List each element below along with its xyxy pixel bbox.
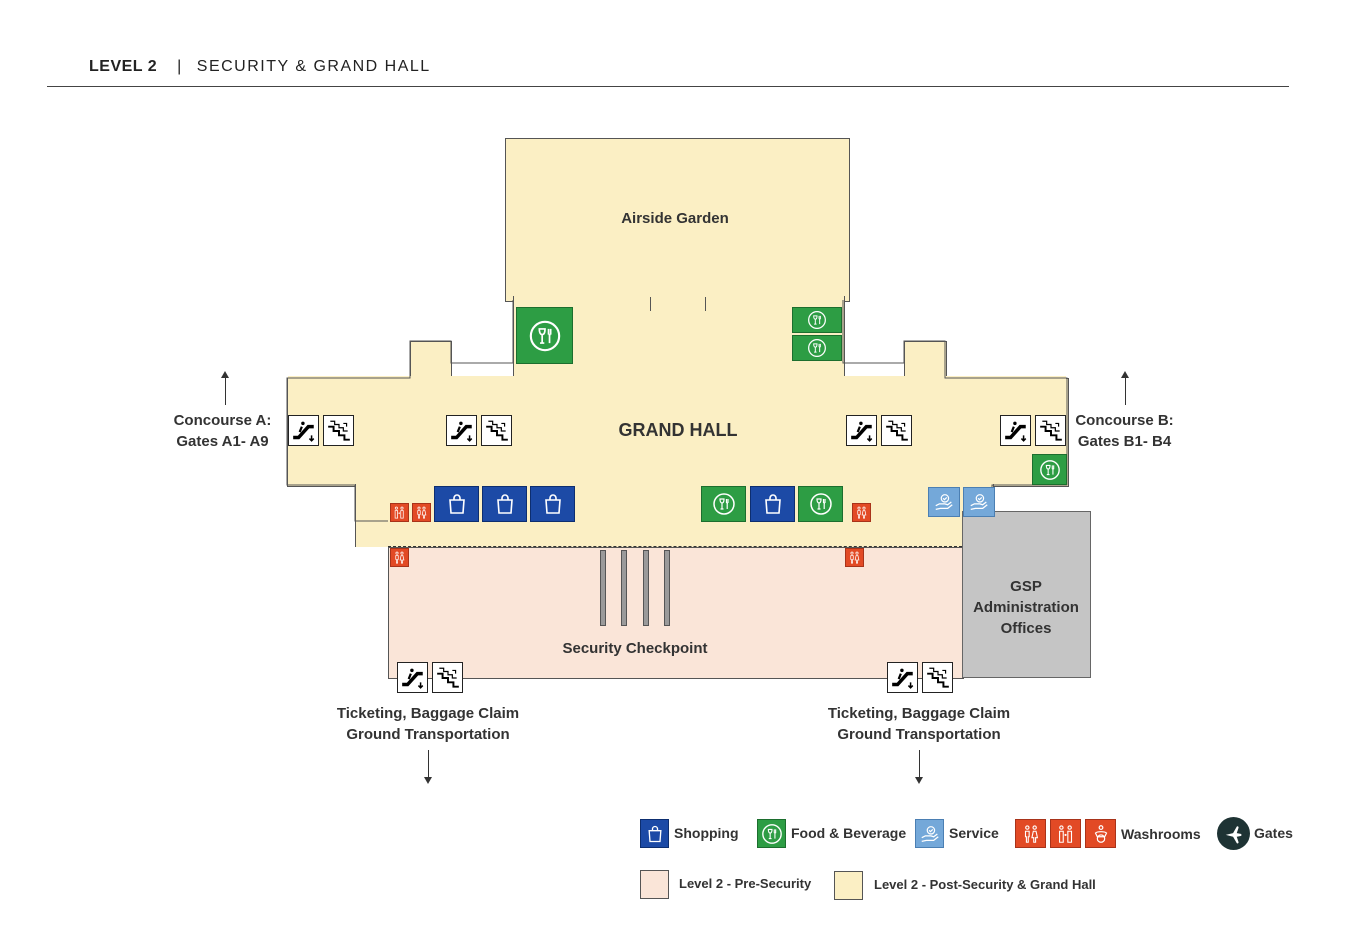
- security-lane: [643, 550, 649, 626]
- concourse-a-label[interactable]: Concourse A: Gates A1- A9: [160, 410, 285, 452]
- legend-post-security-label: Level 2 - Post-Security & Grand Hall: [874, 877, 1096, 892]
- exit-left-arrow: [424, 750, 432, 784]
- food-beverage-icon[interactable]: [792, 307, 842, 333]
- escalator-icon[interactable]: [846, 415, 877, 446]
- food-beverage-icon[interactable]: [792, 335, 842, 361]
- hall-seam-5: [905, 342, 945, 382]
- legend-food-icon: [757, 819, 786, 848]
- page-header: LEVEL 2 | SECURITY & GRAND HALL: [89, 58, 431, 76]
- shopping-bag-icon[interactable]: [434, 486, 479, 522]
- gate-service-icon[interactable]: [963, 487, 995, 517]
- hall-seam: [288, 376, 1066, 484]
- washroom-icon[interactable]: [390, 548, 409, 567]
- legend-washrooms-label: Washrooms: [1121, 826, 1201, 842]
- shopping-bag-icon[interactable]: [750, 486, 795, 522]
- shopping-bag-icon[interactable]: [482, 486, 527, 522]
- legend-baby-change-icon: [1085, 819, 1116, 848]
- escalator-icon[interactable]: [397, 662, 428, 693]
- level-title: SECURITY & GRAND HALL: [196, 58, 431, 75]
- escalator-icon[interactable]: [1000, 415, 1031, 446]
- exit-left-line: Ticketing, Baggage Claim: [336, 705, 520, 722]
- airside-garden-label: Airside Garden: [621, 210, 729, 227]
- legend-gates-label: Gates: [1254, 825, 1293, 841]
- security-lane: [600, 550, 606, 626]
- stairs-icon[interactable]: [922, 662, 953, 693]
- hall-seam-4: [411, 342, 450, 382]
- gsp-label-line: GSP: [1010, 578, 1042, 595]
- stairs-icon[interactable]: [1035, 415, 1066, 446]
- art-service-icon[interactable]: [928, 487, 960, 517]
- escalator-icon[interactable]: [887, 662, 918, 693]
- concourse-b-arrow: [1121, 371, 1129, 405]
- food-beverage-icon[interactable]: [798, 486, 843, 522]
- airside-garden-zone[interactable]: [505, 138, 850, 302]
- grand-hall-label: GRAND HALL: [618, 420, 738, 440]
- legend-washroom-icon: [1015, 819, 1046, 848]
- pre-security-zone[interactable]: [388, 547, 964, 679]
- food-beverage-icon[interactable]: [516, 307, 573, 364]
- stairs-icon[interactable]: [881, 415, 912, 446]
- legend-family-washroom-icon: [1050, 819, 1081, 848]
- concourse-b-line: Gates B1- B4: [1077, 433, 1172, 450]
- shopping-bag-icon[interactable]: [530, 486, 575, 522]
- security-lane: [621, 550, 627, 626]
- concourse-b-label[interactable]: Concourse B: Gates B1- B4: [1062, 410, 1187, 452]
- food-beverage-icon[interactable]: [1032, 454, 1067, 485]
- legend-gates-icon: [1217, 817, 1250, 850]
- concourse-a-line: Concourse A:: [173, 412, 272, 429]
- concourse-a-arrow: [221, 371, 229, 405]
- header-separator: |: [177, 58, 183, 75]
- security-checkpoint-label: Security Checkpoint: [562, 640, 708, 657]
- concourse-a-line: Gates A1- A9: [176, 433, 269, 450]
- washroom-icon[interactable]: [852, 503, 871, 522]
- legend-pre-security-label: Level 2 - Pre-Security: [679, 876, 812, 891]
- header-rule: [47, 86, 1289, 87]
- food-beverage-icon[interactable]: [701, 486, 746, 522]
- door-tick: [705, 297, 706, 311]
- gsp-offices-label: GSP Administration Offices: [962, 576, 1090, 639]
- stairs-icon[interactable]: [323, 415, 354, 446]
- exit-left-line: Ground Transportation: [346, 726, 510, 743]
- security-line: [388, 546, 962, 547]
- stairs-icon[interactable]: [432, 662, 463, 693]
- escalator-icon[interactable]: [446, 415, 477, 446]
- family-washroom-icon[interactable]: [390, 503, 409, 522]
- gsp-label-line: Offices: [1000, 620, 1052, 637]
- exit-right-line: Ticketing, Baggage Claim: [827, 705, 1011, 722]
- legend-service-label: Service: [949, 825, 999, 841]
- exit-right-label[interactable]: Ticketing, Baggage Claim Ground Transpor…: [809, 703, 1029, 745]
- legend-pre-security-swatch: [640, 870, 669, 899]
- exit-right-line: Ground Transportation: [837, 726, 1001, 743]
- legend-post-security-swatch: [834, 871, 863, 900]
- escalator-icon[interactable]: [288, 415, 319, 446]
- door-tick: [650, 297, 651, 311]
- exit-left-label[interactable]: Ticketing, Baggage Claim Ground Transpor…: [318, 703, 538, 745]
- washroom-icon[interactable]: [412, 503, 431, 522]
- stairs-icon[interactable]: [481, 415, 512, 446]
- security-lane: [664, 550, 670, 626]
- exit-right-arrow: [915, 750, 923, 784]
- concourse-b-line: Concourse B:: [1075, 412, 1174, 429]
- washroom-icon[interactable]: [845, 548, 864, 567]
- legend-shopping-label: Shopping: [674, 825, 739, 841]
- legend-shopping-icon: [640, 819, 669, 848]
- gsp-label-line: Administration: [973, 599, 1079, 616]
- legend-food-label: Food & Beverage: [791, 825, 907, 841]
- legend-service-icon: [915, 819, 944, 848]
- level-label: LEVEL 2: [89, 58, 158, 75]
- gsp-offices-zone[interactable]: [962, 511, 1091, 678]
